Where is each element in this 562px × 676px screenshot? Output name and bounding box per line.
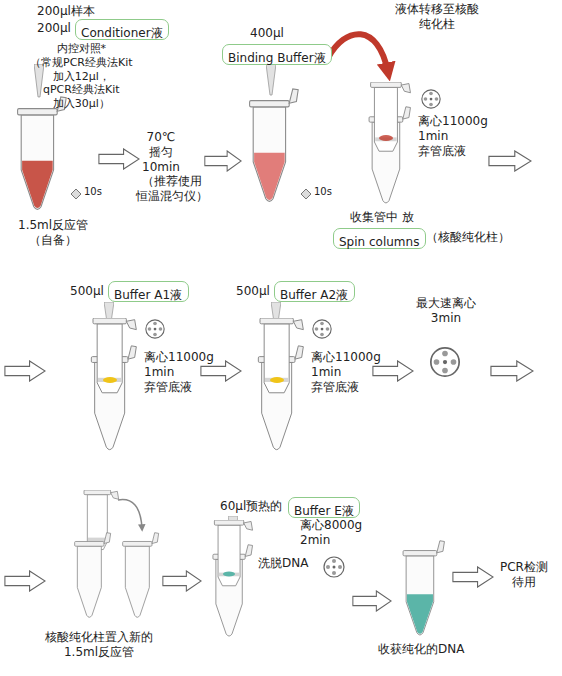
step-text: PCR检测 待用 <box>500 560 548 589</box>
reagent-box: Binding Buffer液 <box>222 44 332 65</box>
step-note: 离心11000g 1min 弃管底液 <box>311 350 381 395</box>
reagent-name: Binding Buffer液 <box>228 51 326 66</box>
reagent-box: Conditioner液 <box>75 19 169 40</box>
step-text: 洗脱DNA <box>258 556 308 570</box>
step-text: （推荐使用 恒温混匀仪） <box>136 174 208 203</box>
step-note: 核酸纯化柱置入新的 1.5ml反应管 <box>45 630 153 660</box>
step-text: 200μl样本 <box>37 4 95 18</box>
step-text: 核酸纯化柱置入新的 1.5ml反应管 <box>45 630 153 659</box>
reagent-name: Spin columns <box>339 235 419 250</box>
step-note: 1.5ml反应管 （自备） <box>18 218 88 248</box>
step-note: 70℃摇匀 10min <box>142 130 180 175</box>
step-note: 洗脱DNA <box>258 556 308 571</box>
step-note: 离心11000g 1min 弃管底液 <box>418 114 488 159</box>
step-note: 200μl样本 <box>37 4 95 19</box>
step-text: 200μl <box>37 21 71 35</box>
reagent-box: Buffer A2液 <box>274 281 355 302</box>
step-note: 离心11000g 1min 弃管底液 <box>144 350 214 395</box>
step-text: 离心11000g 1min 弃管底液 <box>418 114 488 158</box>
step-note: 10s <box>314 186 332 199</box>
step-text: 10s <box>84 186 102 197</box>
step-note: 500μl <box>70 284 104 299</box>
step-note: 收获纯化的DNA <box>378 642 464 657</box>
step-note: 离心8000g 2min <box>300 518 362 548</box>
step-text: 400μl <box>250 26 284 40</box>
step-text: （核酸纯化柱） <box>426 230 510 244</box>
reagent-box: Spin columns <box>333 228 426 249</box>
step-text: 液体转移至核酸 纯化柱 <box>395 2 479 31</box>
step-text: 离心8000g 2min <box>300 518 362 547</box>
reagent-name: Conditioner液 <box>81 26 163 41</box>
step-three <box>5 490 493 636</box>
step-note: 液体转移至核酸 纯化柱 <box>395 2 479 32</box>
step-text: 收获纯化的DNA <box>378 642 464 656</box>
step-text: 1.5ml反应管 （自备） <box>18 218 88 247</box>
step-text: 500μl <box>236 284 270 298</box>
step-note: PCR检测 待用 <box>500 560 548 590</box>
reagent-box: Buffer A1液 <box>108 281 189 302</box>
step-note: 500μl <box>236 284 270 299</box>
step-note: 内控对照*（常规PCR经典法Kit 加入12μl， qPCR经典法Kit 加入3… <box>30 42 133 111</box>
reagent-name: Buffer E液 <box>294 504 354 519</box>
step-text: 60μl预热的 <box>220 499 282 513</box>
step-text: 500μl <box>70 284 104 298</box>
step-note: 最大速离心 3min <box>416 296 476 326</box>
reagent-name: Buffer A2液 <box>280 288 348 303</box>
step-note: 200μl <box>37 21 71 36</box>
step-text: 70℃摇匀 10min <box>142 130 180 174</box>
step-text: 离心11000g 1min 弃管底液 <box>311 350 381 394</box>
step-text: 收集管中 放 <box>350 210 414 224</box>
step-text: 离心11000g 1min 弃管底液 <box>144 350 214 394</box>
step-note: 收集管中 放 <box>350 210 414 225</box>
step-note: （推荐使用 恒温混匀仪） <box>136 174 208 204</box>
step-text: 最大速离心 3min <box>416 296 476 325</box>
step-note: 60μl预热的 <box>220 499 282 514</box>
step-note: 10s <box>84 186 102 199</box>
reagent-name: Buffer A1液 <box>114 288 182 303</box>
step-one <box>18 34 531 209</box>
reagent-box: Buffer E液 <box>288 497 360 518</box>
step-text: 内控对照*（常规PCR经典法Kit 加入12μl， qPCR经典法Kit 加入3… <box>30 42 133 110</box>
step-text: 10s <box>314 186 332 197</box>
step-note: 400μl <box>250 26 284 41</box>
step-note: （核酸纯化柱） <box>426 230 510 245</box>
